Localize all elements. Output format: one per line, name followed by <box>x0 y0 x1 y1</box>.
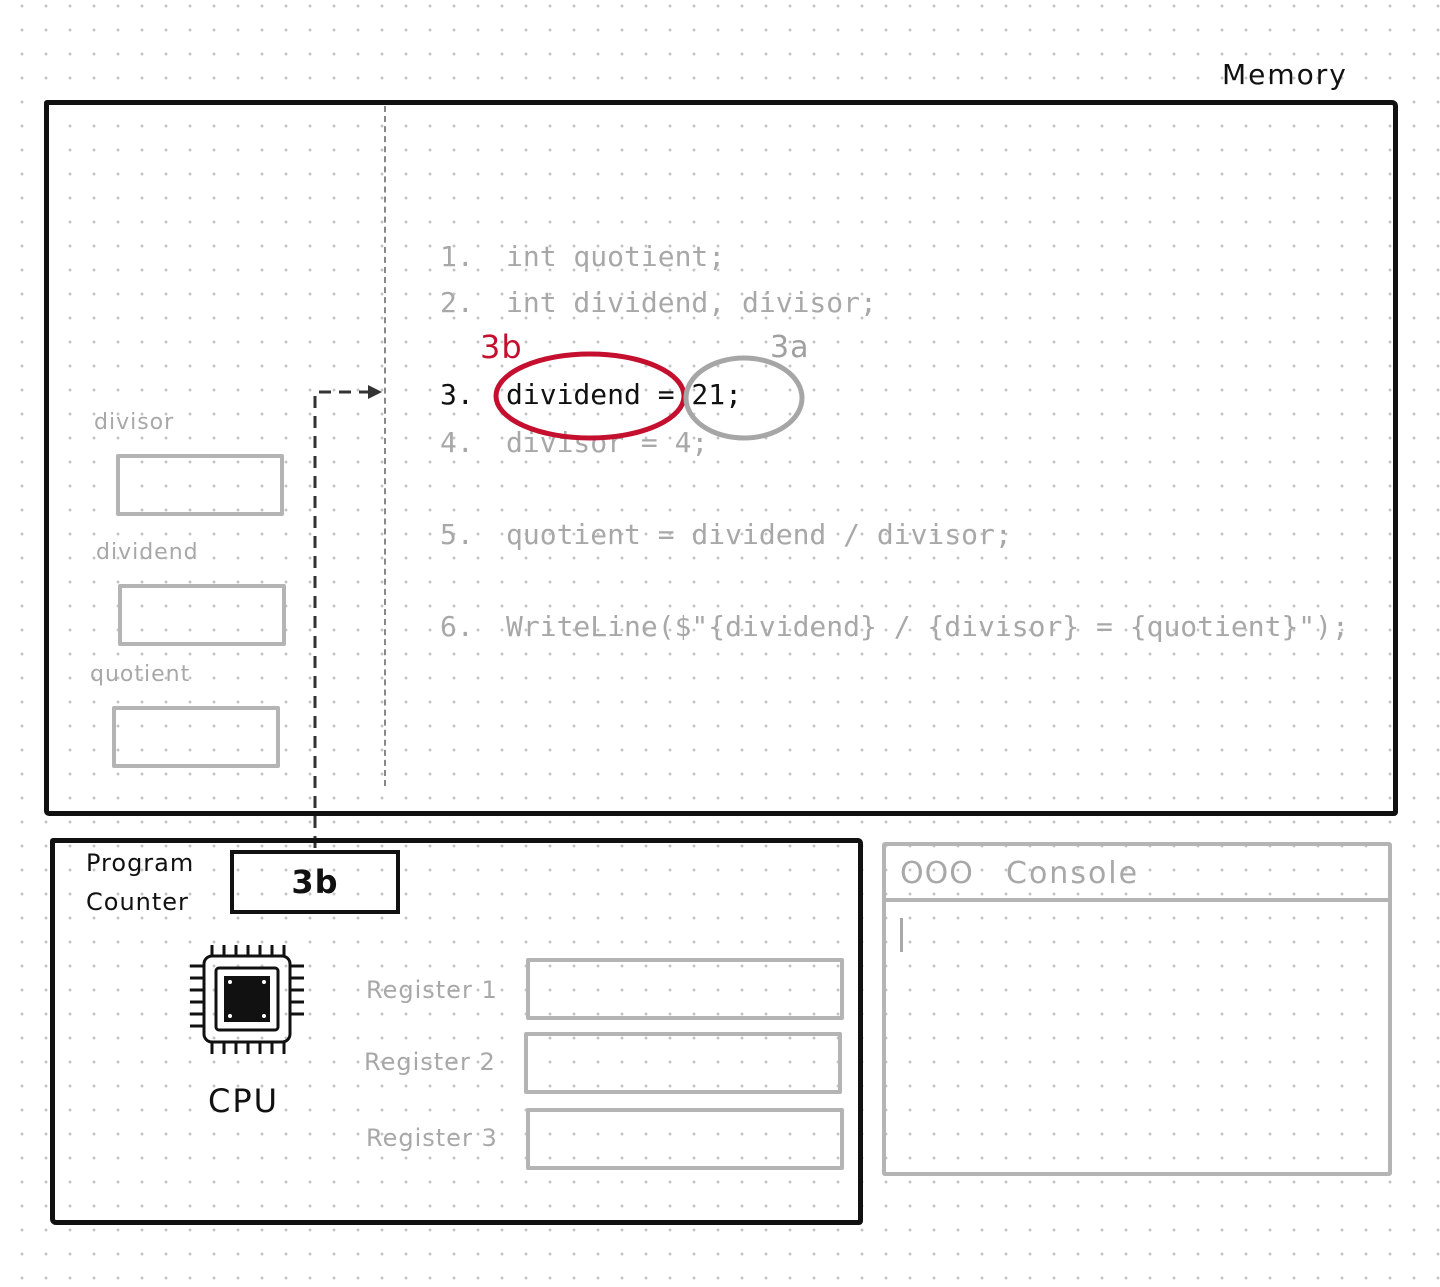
console-title-bar: OOO Console <box>886 846 1388 902</box>
code-line-6: 6. WriteLine($"{dividend} / {divisor} = {… <box>440 610 1349 643</box>
highlight-ellipse-3b <box>493 351 687 441</box>
code-line-5: 5. quotient = dividend / divisor; <box>440 518 1012 551</box>
code-line-1: 1. int quotient; <box>440 240 725 273</box>
code-line-number: 2. <box>440 286 474 319</box>
code-line-number: 6. <box>440 610 474 643</box>
variable-label-divisor: divisor <box>94 410 175 435</box>
program-counter-label: Program Counter <box>86 844 194 922</box>
program-counter-label-line-1: Program <box>86 849 195 877</box>
register-box-3 <box>526 1108 844 1170</box>
highlight-ellipse-3a <box>683 355 805 441</box>
code-line-text: quotient = dividend / divisor; <box>506 518 1012 551</box>
code-line-text: WriteLine($"{dividend} / {divisor} = {qu… <box>506 610 1349 643</box>
variable-box-divisor <box>116 454 284 516</box>
code-line-number: 5. <box>440 518 474 551</box>
cpu-chip-icon <box>190 945 304 1054</box>
variable-box-quotient <box>112 706 280 768</box>
program-counter-pointer-line <box>313 390 372 848</box>
code-line-text: int dividend, divisor; <box>506 286 877 319</box>
code-line-2: 2. int dividend, divisor; <box>440 286 877 319</box>
variable-label-quotient: quotient <box>90 662 191 687</box>
variable-box-dividend <box>118 584 286 646</box>
code-line-text: dividend = 21; <box>506 378 743 411</box>
annotation-3a: 3a <box>770 330 810 365</box>
register-label-1: Register 1 <box>366 976 498 1004</box>
cpu-panel <box>50 838 863 1225</box>
code-line-3-active: 3. dividend = 21; <box>440 378 742 411</box>
console-title: Console <box>1006 856 1140 891</box>
annotation-3b: 3b <box>480 328 523 366</box>
memory-divider <box>384 106 386 786</box>
code-line-number: 3. <box>440 378 474 411</box>
code-line-number: 1. <box>440 240 474 273</box>
code-line-number: 4. <box>440 426 474 459</box>
register-label-3: Register 3 <box>366 1124 498 1152</box>
memory-panel <box>44 100 1398 816</box>
register-label-2: Register 2 <box>364 1048 496 1076</box>
code-line-text: int quotient; <box>506 240 726 273</box>
register-box-1 <box>526 958 844 1020</box>
window-controls-icon[interactable]: OOO <box>900 856 974 891</box>
variable-label-dividend: dividend <box>96 540 199 565</box>
register-box-2 <box>524 1032 842 1094</box>
program-counter-value: 3b <box>230 850 400 914</box>
program-counter-label-line-2: Counter <box>86 888 189 916</box>
program-counter-pointer-arrowhead <box>368 385 382 399</box>
cpu-label: CPU <box>208 1082 280 1120</box>
console-cursor-icon <box>900 918 903 952</box>
console-window: OOO Console <box>882 842 1392 1176</box>
memory-label: Memory <box>1222 58 1348 91</box>
